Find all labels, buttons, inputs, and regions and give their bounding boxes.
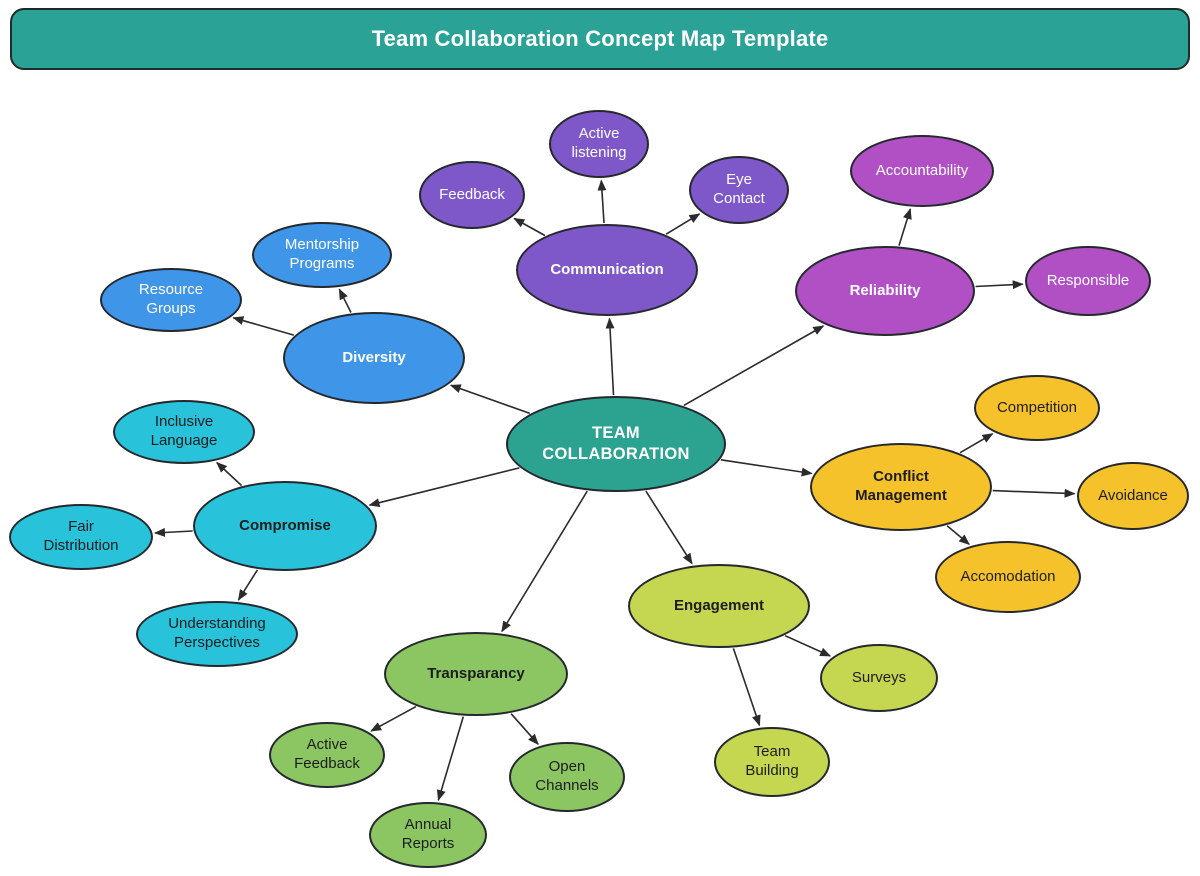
edge-conflict-management-to-avoidance	[992, 488, 1076, 498]
edge-diversity-to-resource-groups	[232, 316, 295, 336]
node-responsible: Responsible	[1025, 246, 1151, 316]
edge-engagement-to-team-building	[732, 648, 761, 727]
edge-conflict-management-to-accomodation	[946, 525, 970, 545]
edge-team-collaboration-to-engagement	[645, 490, 693, 565]
node-fair-distribution: Fair Distribution	[9, 504, 153, 570]
node-annual-reports: Annual Reports	[369, 802, 487, 868]
node-inclusive-language: Inclusive Language	[113, 400, 255, 464]
node-competition: Competition	[974, 375, 1100, 441]
node-accomodation: Accomodation	[935, 541, 1081, 613]
edge-team-collaboration-to-communication	[605, 317, 615, 396]
edge-team-collaboration-to-transparancy	[501, 490, 588, 633]
edge-conflict-management-to-competition	[959, 433, 994, 454]
node-avoidance: Avoidance	[1077, 462, 1189, 530]
node-conflict-management: Conflict Management	[810, 443, 992, 531]
node-surveys: Surveys	[820, 644, 938, 712]
node-accountability: Accountability	[850, 135, 994, 207]
edge-diversity-to-mentorship-programs	[338, 288, 352, 313]
node-diversity: Diversity	[283, 312, 465, 404]
edge-transparancy-to-open-channels	[510, 713, 539, 745]
title-banner: Team Collaboration Concept Map Template	[10, 8, 1190, 70]
node-compromise: Compromise	[193, 481, 377, 571]
edge-communication-to-feedback	[513, 217, 546, 237]
node-team-collaboration: TEAM COLLABORATION	[506, 396, 726, 492]
edge-compromise-to-inclusive-language	[216, 461, 243, 487]
edge-communication-to-eye-contact	[665, 213, 701, 235]
edge-reliability-to-responsible	[975, 280, 1024, 290]
node-eye-contact: Eye Contact	[689, 156, 789, 224]
node-resource-groups: Resource Groups	[100, 268, 242, 332]
node-mentorship-programs: Mentorship Programs	[252, 222, 392, 288]
edge-team-collaboration-to-compromise	[368, 467, 520, 508]
node-reliability: Reliability	[795, 246, 975, 336]
node-active-feedback: Active Feedback	[269, 722, 385, 788]
node-communication: Communication	[516, 224, 698, 316]
node-engagement: Engagement	[628, 564, 810, 648]
edge-communication-to-active-listening	[597, 179, 607, 224]
edge-reliability-to-accountability	[898, 208, 912, 246]
edge-team-collaboration-to-conflict-management	[720, 459, 813, 477]
node-transparancy: Transparancy	[384, 632, 568, 716]
page-title: Team Collaboration Concept Map Template	[371, 26, 829, 51]
node-active-listening: Active listening	[549, 110, 649, 178]
node-team-building: Team Building	[714, 727, 830, 797]
edge-compromise-to-fair-distribution	[154, 527, 193, 537]
edge-compromise-to-understanding-perspectives	[237, 569, 259, 601]
edge-team-collaboration-to-reliability	[683, 325, 825, 407]
edge-team-collaboration-to-diversity	[449, 384, 531, 415]
node-understanding-perspectives: Understanding Perspectives	[136, 601, 298, 667]
node-feedback: Feedback	[419, 161, 525, 229]
edge-transparancy-to-active-feedback	[370, 705, 417, 732]
edge-engagement-to-surveys	[784, 634, 832, 657]
node-open-channels: Open Channels	[509, 742, 625, 812]
edge-transparancy-to-annual-reports	[436, 716, 465, 802]
